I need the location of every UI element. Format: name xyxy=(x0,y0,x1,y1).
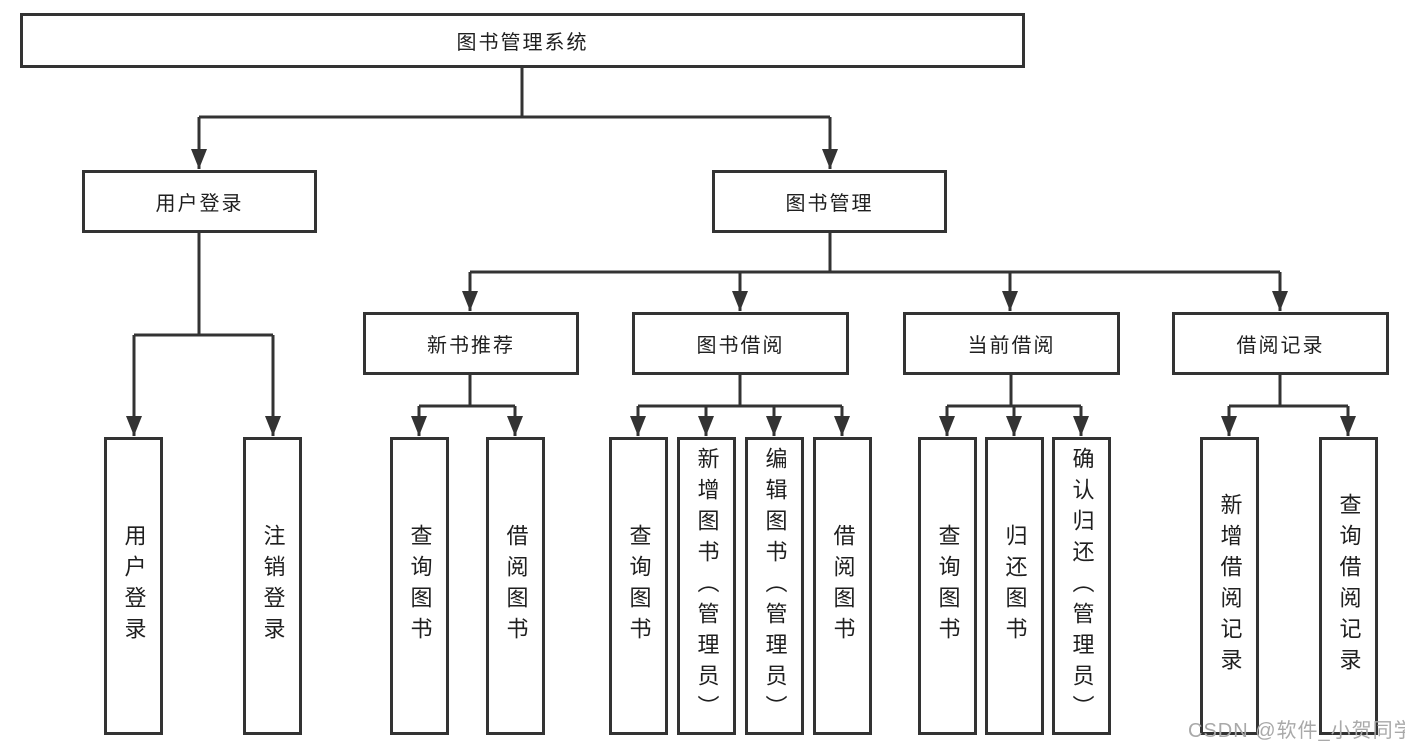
leaf-logout: 注销登录 xyxy=(243,437,302,735)
leaf-edit-books-admin: 编辑图书（管理员） xyxy=(745,437,804,735)
leaf-query-books-recommend: 查询图书 xyxy=(390,437,449,735)
node-user-login: 用户登录 xyxy=(82,170,317,233)
leaf-query-books-borrowing: 查询图书 xyxy=(609,437,668,735)
leaf-label: 借阅图书 xyxy=(503,524,529,648)
node-label: 借阅记录 xyxy=(1236,335,1325,357)
leaf-label: 注销登录 xyxy=(260,524,286,648)
leaf-add-borrow-record: 新增借阅记录 xyxy=(1200,437,1259,735)
node-new-book-recommend: 新书推荐 xyxy=(363,312,579,375)
leaf-confirm-return-admin: 确认归还（管理员） xyxy=(1052,437,1111,735)
connector-borrow-records-children xyxy=(1221,375,1356,436)
node-borrow-records: 借阅记录 xyxy=(1172,312,1389,375)
leaf-borrow-books: 借阅图书 xyxy=(813,437,872,735)
leaf-label: 查询图书 xyxy=(626,524,652,648)
leaf-query-borrow-record: 查询借阅记录 xyxy=(1319,437,1378,735)
leaf-label: 归还图书 xyxy=(1002,524,1028,648)
connector-book-management-children xyxy=(462,233,1288,311)
connector-current-borrowing-children xyxy=(939,375,1089,436)
node-label: 当前借阅 xyxy=(967,335,1056,357)
leaf-add-books-admin: 新增图书（管理员） xyxy=(677,437,736,735)
leaf-query-books-current: 查询图书 xyxy=(918,437,977,735)
connector-new-book-recommend-children xyxy=(411,375,523,436)
node-label: 新书推荐 xyxy=(427,335,515,357)
leaf-label: 借阅图书 xyxy=(830,524,856,648)
leaf-label: 查询图书 xyxy=(407,524,433,648)
leaf-label: 新增借阅记录 xyxy=(1217,493,1243,679)
node-label: 用户登录 xyxy=(155,193,244,215)
leaf-label: 用户登录 xyxy=(121,524,147,648)
node-label: 图书借阅 xyxy=(696,335,785,357)
connector-user-login-children xyxy=(126,233,281,436)
node-current-borrowing: 当前借阅 xyxy=(903,312,1120,375)
node-label: 图书管理 xyxy=(785,193,874,215)
leaf-label: 查询借阅记录 xyxy=(1336,493,1362,679)
connector-root-to-level2 xyxy=(191,68,838,169)
node-label: 图书管理系统 xyxy=(456,32,589,54)
leaf-label: 查询图书 xyxy=(935,524,961,648)
leaf-user-login: 用户登录 xyxy=(104,437,163,735)
leaf-label: 新增图书（管理员） xyxy=(694,446,720,726)
csdn-watermark: CSDN @软件_小贺同学 xyxy=(1188,720,1405,742)
leaf-label: 编辑图书（管理员） xyxy=(762,446,788,726)
leaf-label: 确认归还（管理员） xyxy=(1069,446,1095,726)
node-library-management-system: 图书管理系统 xyxy=(20,13,1025,68)
leaf-borrow-books-recommend: 借阅图书 xyxy=(486,437,545,735)
leaf-return-books: 归还图书 xyxy=(985,437,1044,735)
node-book-management: 图书管理 xyxy=(712,170,947,233)
node-book-borrowing: 图书借阅 xyxy=(632,312,849,375)
connector-book-borrowing-children xyxy=(630,375,850,436)
